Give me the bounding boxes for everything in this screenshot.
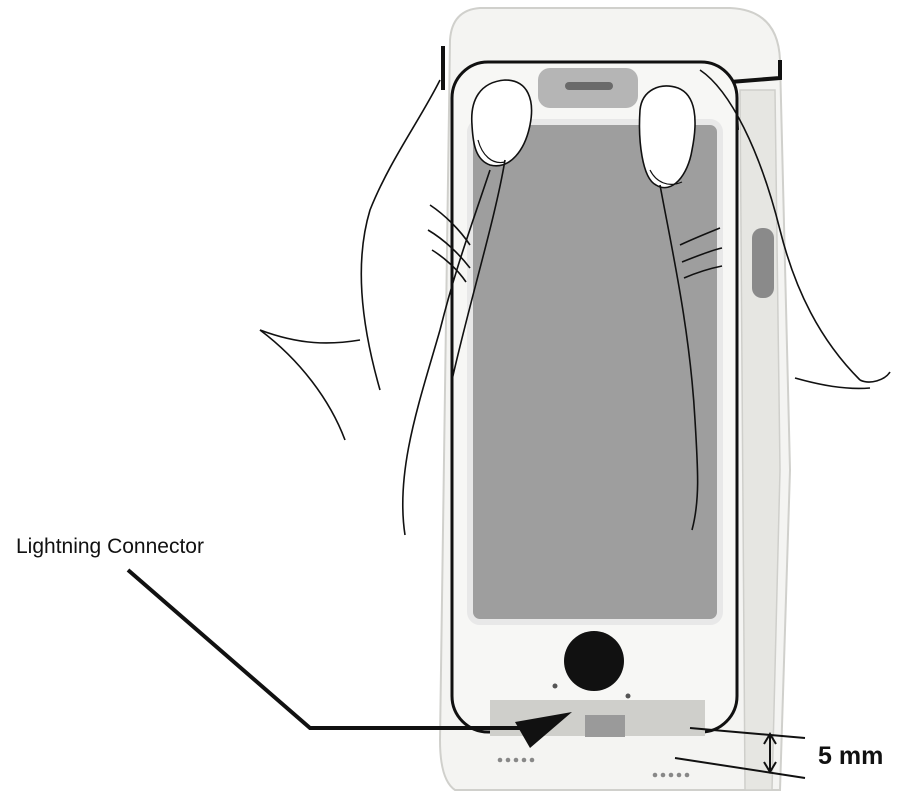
case-side-button [752,228,774,298]
left-thumb [451,79,533,381]
lightning-connector-label: Lightning Connector [16,535,204,558]
left-hand [259,79,491,536]
home-button [564,631,624,691]
speaker-holes-left [497,757,535,763]
case-bottom [490,700,730,788]
right-thumb [638,85,699,531]
right-hand [679,69,891,390]
speaker-holes-right [652,772,690,778]
measurement-label: 5 mm [818,742,884,770]
phone-screen [467,119,723,625]
phone [450,60,739,734]
lightning-plug [585,715,625,737]
connector-pointer [126,568,572,748]
dimension-marker [674,727,806,779]
